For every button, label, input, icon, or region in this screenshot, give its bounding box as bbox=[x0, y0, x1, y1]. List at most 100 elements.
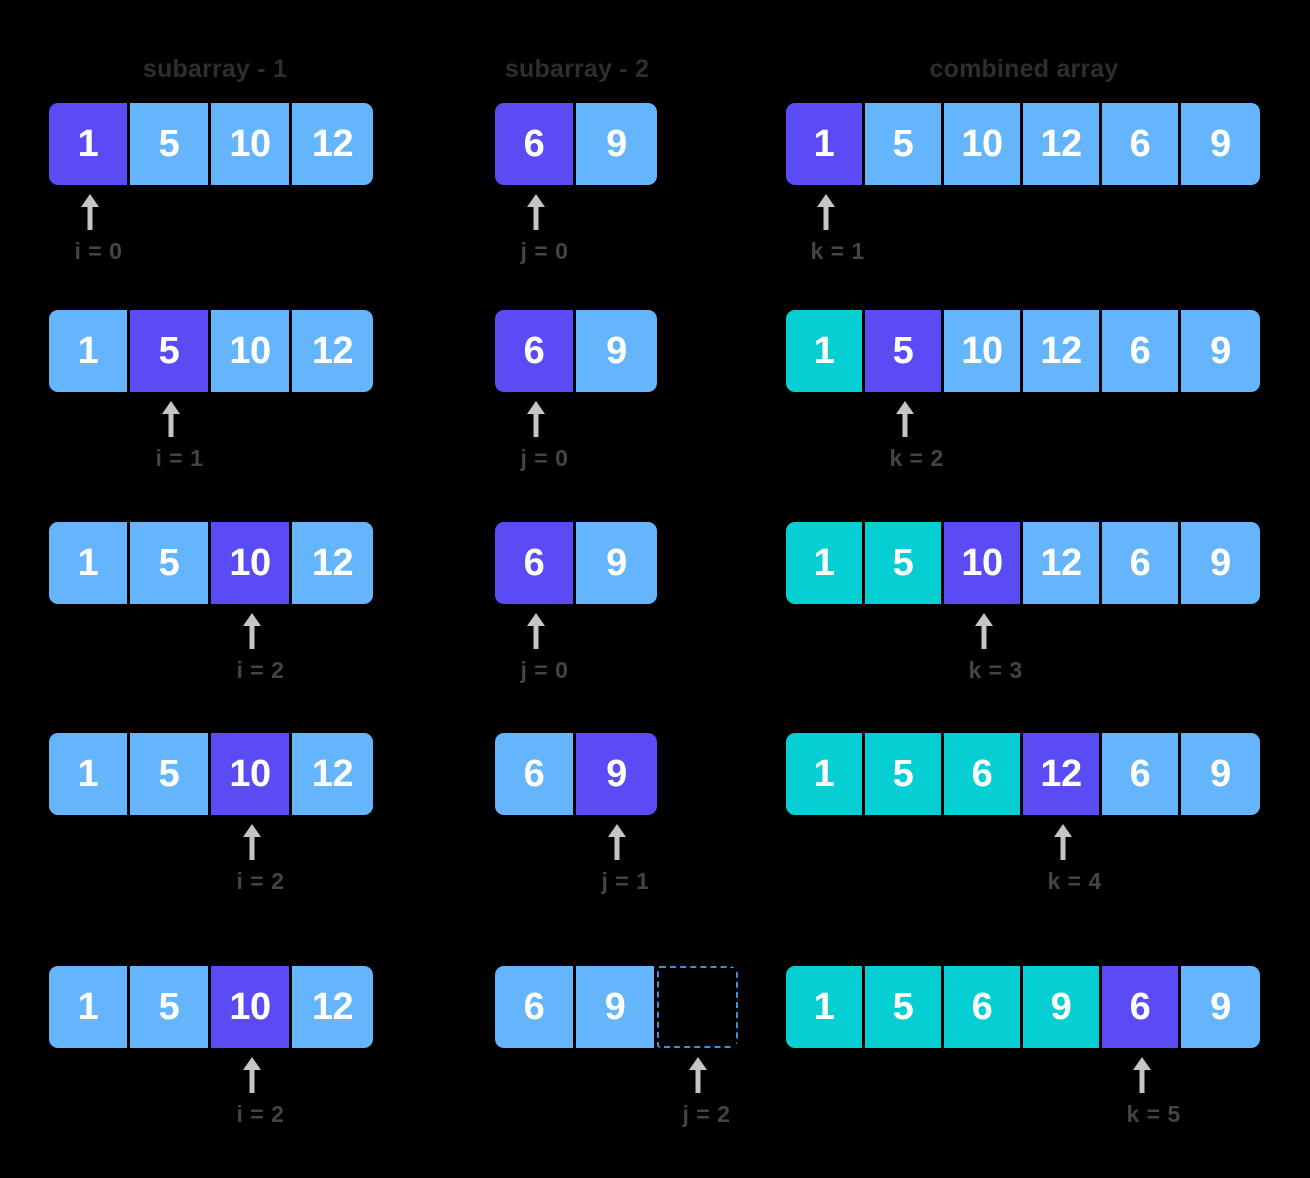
array-cell: 5 bbox=[130, 103, 211, 185]
array-cell: 9 bbox=[1181, 733, 1260, 815]
index-pointer: i = 2 bbox=[236, 1056, 285, 1128]
array-cell: 9 bbox=[1181, 103, 1260, 185]
array-cell: 5 bbox=[865, 310, 944, 392]
array-cell: 1 bbox=[786, 310, 865, 392]
up-arrow-icon bbox=[974, 613, 993, 649]
array-cell: 1 bbox=[49, 733, 130, 815]
pointer-label: j = 0 bbox=[520, 238, 569, 264]
up-arrow-icon bbox=[526, 194, 545, 230]
array-cell: 12 bbox=[292, 310, 373, 392]
array-cell: 6 bbox=[1102, 966, 1181, 1048]
pointer-label: j = 0 bbox=[520, 657, 569, 683]
index-pointer: j = 2 bbox=[682, 1056, 731, 1128]
array-cell: 1 bbox=[786, 103, 865, 185]
array-cell: 6 bbox=[495, 522, 576, 604]
array-cell: 12 bbox=[292, 733, 373, 815]
pointer-label: i = 2 bbox=[236, 1101, 285, 1127]
array-cell: 12 bbox=[1023, 733, 1102, 815]
array-cell: 9 bbox=[576, 522, 657, 604]
array-cell: 6 bbox=[1102, 733, 1181, 815]
up-arrow-icon bbox=[526, 401, 545, 437]
array-cell: 5 bbox=[130, 733, 211, 815]
array-cell: 12 bbox=[1023, 310, 1102, 392]
array-cell-empty bbox=[657, 966, 738, 1048]
array-cell: 12 bbox=[1023, 103, 1102, 185]
array-cell: 12 bbox=[292, 103, 373, 185]
array-cell: 6 bbox=[1102, 310, 1181, 392]
array-cell: 9 bbox=[576, 966, 657, 1048]
array-cell: 1 bbox=[786, 966, 865, 1048]
pointer-label: i = 2 bbox=[236, 868, 285, 894]
pointer-label: i = 0 bbox=[74, 238, 123, 264]
array-cell: 10 bbox=[211, 966, 292, 1048]
pointer-label: k = 4 bbox=[1047, 868, 1102, 894]
up-arrow-icon bbox=[242, 613, 261, 649]
array-cell: 5 bbox=[130, 522, 211, 604]
up-arrow-icon bbox=[816, 194, 835, 230]
up-arrow-icon bbox=[80, 194, 99, 230]
index-pointer: k = 5 bbox=[1126, 1056, 1181, 1128]
array-cell: 5 bbox=[130, 966, 211, 1048]
array-cell: 9 bbox=[1181, 966, 1260, 1048]
pointer-label: i = 2 bbox=[236, 657, 285, 683]
pointer-label: j = 2 bbox=[682, 1101, 731, 1127]
up-arrow-icon bbox=[242, 824, 261, 860]
array-cell: 9 bbox=[576, 310, 657, 392]
array-cell: 6 bbox=[1102, 522, 1181, 604]
array-cell: 9 bbox=[1181, 310, 1260, 392]
up-arrow-icon bbox=[895, 401, 914, 437]
array-cell: 6 bbox=[495, 966, 576, 1048]
index-pointer: j = 1 bbox=[601, 823, 650, 895]
array-cell: 1 bbox=[49, 966, 130, 1048]
array-cell: 1 bbox=[786, 522, 865, 604]
pointer-label: k = 3 bbox=[968, 657, 1023, 683]
array-cell: 10 bbox=[211, 310, 292, 392]
index-pointer: j = 0 bbox=[520, 193, 569, 265]
up-arrow-icon bbox=[242, 1057, 261, 1093]
array-cell: 10 bbox=[944, 310, 1023, 392]
index-pointer: i = 2 bbox=[236, 823, 285, 895]
index-pointer: j = 0 bbox=[520, 612, 569, 684]
array-cell: 6 bbox=[495, 733, 576, 815]
array-cell: 6 bbox=[495, 310, 576, 392]
array-cell: 6 bbox=[944, 733, 1023, 815]
pointer-label: j = 1 bbox=[601, 868, 650, 894]
pointer-label: k = 2 bbox=[889, 445, 944, 471]
array-cell: 6 bbox=[1102, 103, 1181, 185]
up-arrow-icon bbox=[688, 1057, 707, 1093]
up-arrow-icon bbox=[1132, 1057, 1151, 1093]
up-arrow-icon bbox=[607, 824, 626, 860]
array-cell: 6 bbox=[944, 966, 1023, 1048]
up-arrow-icon bbox=[526, 613, 545, 649]
column-header: combined array bbox=[929, 55, 1119, 83]
index-pointer: i = 1 bbox=[156, 400, 203, 472]
array-cell: 1 bbox=[49, 522, 130, 604]
array-cell: 5 bbox=[865, 522, 944, 604]
pointer-label: j = 0 bbox=[520, 445, 569, 471]
index-pointer: k = 1 bbox=[810, 193, 865, 265]
pointer-label: k = 1 bbox=[810, 238, 865, 264]
array-cell: 1 bbox=[786, 733, 865, 815]
index-pointer: i = 2 bbox=[236, 612, 285, 684]
array-cell: 5 bbox=[130, 310, 211, 392]
array-cell: 5 bbox=[865, 966, 944, 1048]
pointer-label: k = 5 bbox=[1126, 1101, 1181, 1127]
column-header: subarray - 1 bbox=[142, 55, 288, 83]
index-pointer: k = 2 bbox=[889, 400, 944, 472]
array-cell: 10 bbox=[944, 103, 1023, 185]
array-cell: 10 bbox=[211, 522, 292, 604]
array-cell: 10 bbox=[211, 733, 292, 815]
array-cell: 10 bbox=[211, 103, 292, 185]
index-pointer: k = 3 bbox=[968, 612, 1023, 684]
